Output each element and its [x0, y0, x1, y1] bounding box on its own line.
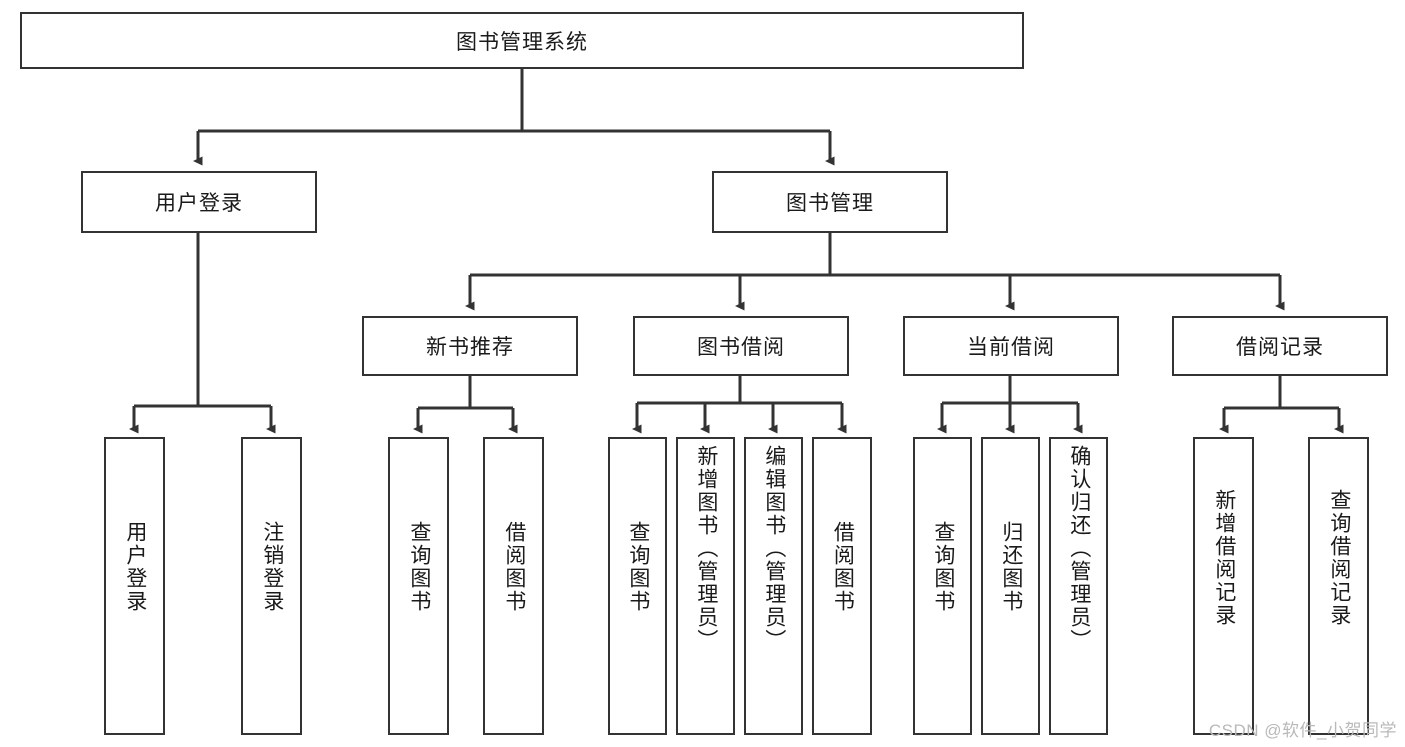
node-label: 新书推荐	[426, 336, 514, 359]
node-borrow-record[interactable]: 借阅记录	[1172, 316, 1388, 376]
leaf-return-book[interactable]: 归还图书	[981, 437, 1040, 735]
node-label: 注销登录	[260, 521, 284, 613]
node-label: 用户登录	[155, 192, 243, 215]
leaf-query-book-recommend[interactable]: 查询图书	[388, 437, 449, 735]
node-new-book-recommend[interactable]: 新书推荐	[362, 316, 578, 376]
node-label: 借阅图书	[831, 521, 855, 613]
node-label: 借阅图书	[502, 521, 526, 613]
node-label: 当前借阅	[967, 336, 1055, 359]
node-label: 新增借阅记录	[1212, 489, 1236, 627]
node-label: 查询图书	[626, 521, 650, 613]
node-label: 确认归还（管理员）	[1067, 445, 1091, 652]
leaf-confirm-return-admin[interactable]: 确认归还（管理员）	[1049, 437, 1108, 735]
node-current-borrow[interactable]: 当前借阅	[903, 316, 1119, 376]
node-label: 图书管理	[786, 192, 874, 215]
leaf-query-book-current[interactable]: 查询图书	[913, 437, 972, 735]
node-label: 查询借阅记录	[1327, 489, 1351, 627]
node-label: 编辑图书（管理员）	[762, 445, 786, 652]
csdn-watermark: CSDN @软件_小贺同学	[1208, 721, 1397, 740]
leaf-query-book-borrow[interactable]: 查询图书	[608, 437, 667, 735]
node-book-borrow[interactable]: 图书借阅	[633, 316, 849, 376]
leaf-user-login[interactable]: 用户登录	[104, 437, 165, 735]
node-user-login[interactable]: 用户登录	[81, 171, 317, 233]
leaf-query-borrow-record[interactable]: 查询借阅记录	[1308, 437, 1369, 735]
node-label: 查询图书	[931, 521, 955, 613]
node-label: 归还图书	[999, 521, 1023, 613]
leaf-borrow-book[interactable]: 借阅图书	[812, 437, 872, 735]
leaf-edit-book-admin[interactable]: 编辑图书（管理员）	[744, 437, 803, 735]
node-label: 查询图书	[407, 521, 431, 613]
leaf-add-borrow-record[interactable]: 新增借阅记录	[1193, 437, 1254, 735]
leaf-logout[interactable]: 注销登录	[241, 437, 302, 735]
node-label: 用户登录	[123, 521, 147, 613]
node-book-management[interactable]: 图书管理	[712, 171, 948, 233]
leaf-add-book-admin[interactable]: 新增图书（管理员）	[676, 437, 735, 735]
node-label: 图书管理系统	[456, 30, 588, 54]
leaf-borrow-book-recommend[interactable]: 借阅图书	[483, 437, 544, 735]
node-label: 新增图书（管理员）	[694, 445, 718, 652]
node-root-book-management-system[interactable]: 图书管理系统	[20, 12, 1024, 69]
node-label: 图书借阅	[697, 336, 785, 359]
node-label: 借阅记录	[1236, 336, 1324, 359]
